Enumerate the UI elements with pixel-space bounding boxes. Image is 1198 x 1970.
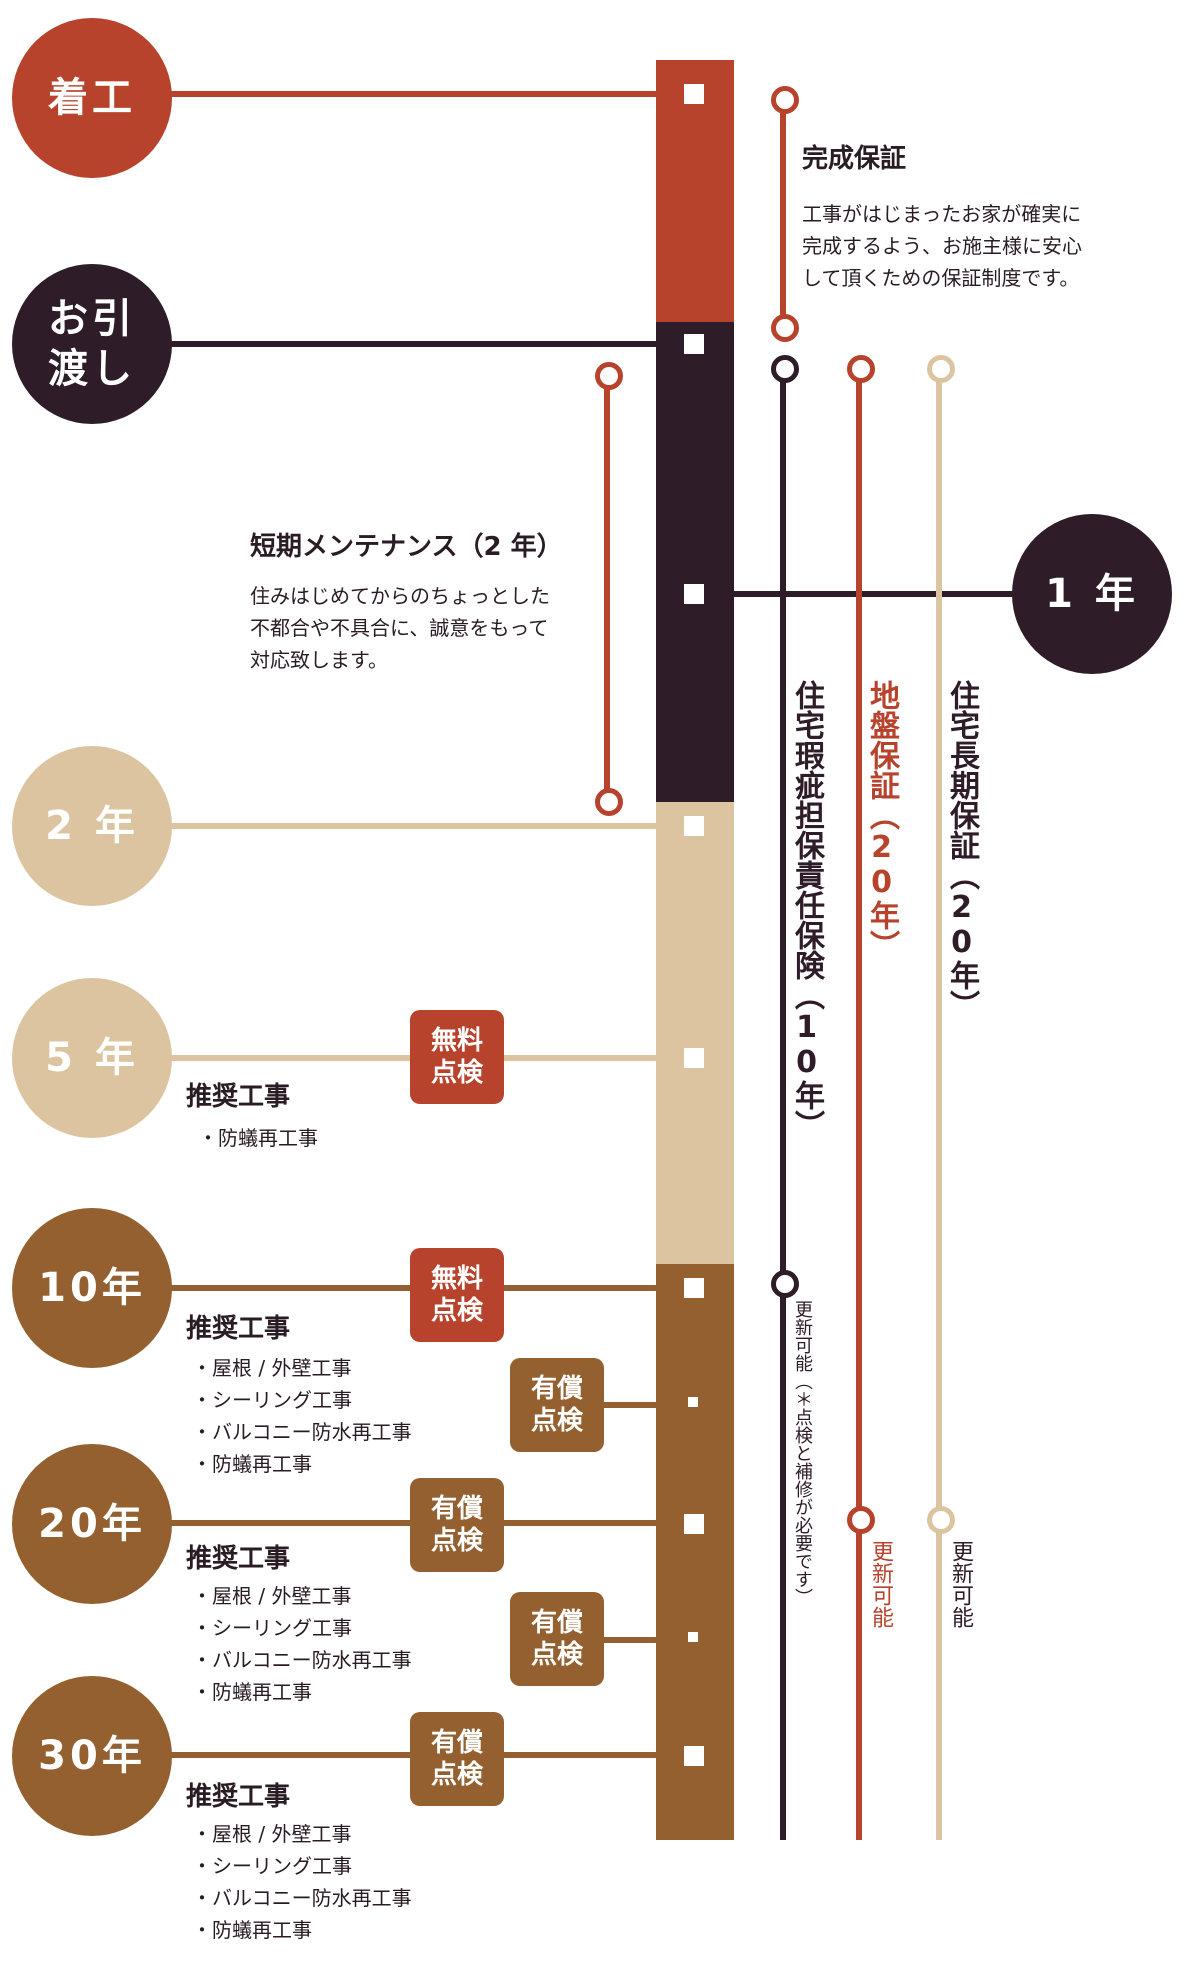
- recommended-item: ・屋根 / 外壁工事: [192, 1584, 352, 1608]
- recommended-item: ・防蟻再工事: [192, 1452, 312, 1476]
- milestone-start: 着工: [12, 18, 172, 178]
- connector-10-year: [100, 1285, 660, 1291]
- connector-15-year: [560, 1402, 660, 1408]
- paid-check-badge-30-year: 有償 点検: [410, 1712, 504, 1806]
- recommended-title-30-year: 推奨工事: [186, 1782, 291, 1812]
- ground-guarantee-renew-ring: [847, 1506, 875, 1534]
- ground-guarantee-line: [856, 374, 862, 1840]
- defect-insurance-start-ring: [771, 355, 799, 383]
- milestone-30-year: 30年: [12, 1676, 172, 1836]
- recommended-item: ・シーリング工事: [192, 1854, 352, 1878]
- ground-guarantee-renewal: 更新可能: [866, 1540, 894, 1628]
- defect-insurance-renewal: 更新可能（＊点検と補修が必要です）: [790, 1300, 814, 1606]
- connector-start: [100, 91, 660, 97]
- paid-check-badge-15-year: 有償 点検: [510, 1358, 604, 1452]
- recommended-list-30-year: ・屋根 / 外壁工事 ・シーリング工事 ・バルコニー防水再工事 ・防蟻再工事: [192, 1818, 412, 1946]
- paid-check-badge-25-year: 有償 点検: [510, 1592, 604, 1686]
- milestone-5-year-label: 5 年: [45, 1035, 139, 1081]
- marker-30-year: [684, 1746, 704, 1766]
- recommended-item: ・シーリング工事: [192, 1388, 352, 1412]
- connector-1-year: [730, 591, 1060, 597]
- short-maintenance-description: 住みはじめてからのちょっとした 不都合や不具合に、誠意をもって 対応致します。: [250, 584, 550, 672]
- milestone-10-year: 10年: [12, 1208, 172, 1368]
- recommended-item: ・バルコニー防水再工事: [192, 1648, 412, 1672]
- marker-start: [684, 84, 704, 104]
- recommended-item: ・防蟻再工事: [198, 1126, 318, 1150]
- completion-guarantee-title: 完成保証: [802, 144, 907, 174]
- connector-5-year: [100, 1055, 660, 1061]
- marker-20-year: [684, 1514, 704, 1534]
- ground-guarantee-start-ring: [847, 355, 875, 383]
- marker-handover: [684, 334, 704, 354]
- recommended-item: ・バルコニー防水再工事: [192, 1886, 412, 1910]
- milestone-20-year-label: 20年: [38, 1501, 146, 1547]
- milestone-start-label: 着工: [48, 75, 136, 121]
- connector-30-year: [100, 1752, 660, 1758]
- marker-1-year: [684, 584, 704, 604]
- marker-15-year: [688, 1397, 698, 1407]
- completion-guarantee-start-ring: [771, 86, 799, 114]
- marker-25-year: [688, 1632, 698, 1642]
- defect-insurance-label: 住宅瑕疵担保責任保険（10年）: [789, 680, 824, 1140]
- short-maintenance-start-ring: [595, 362, 623, 390]
- completion-guarantee-description: 工事がはじまったお家が確実に 完成するよう、お施主様に安心 して頂くための保証制…: [802, 202, 1082, 290]
- free-check-badge-10-year: 無料 点検: [410, 1248, 504, 1342]
- completion-guarantee-end-ring: [771, 314, 799, 342]
- connector-25-year: [560, 1637, 660, 1643]
- long-term-guarantee-start-ring: [927, 355, 955, 383]
- timeline-bar-mid-term: [656, 802, 734, 1264]
- milestone-2-year: 2 年: [12, 746, 172, 906]
- milestone-5-year: 5 年: [12, 978, 172, 1138]
- recommended-item: ・シーリング工事: [192, 1616, 352, 1640]
- connector-2-year: [100, 823, 660, 829]
- milestone-handover-label: お引 渡し: [48, 296, 136, 392]
- long-term-guarantee-renew-ring: [927, 1506, 955, 1534]
- long-term-guarantee-line: [936, 374, 942, 1840]
- long-term-guarantee-renewal: 更新可能: [946, 1540, 974, 1628]
- milestone-10-year-label: 10年: [38, 1265, 146, 1311]
- recommended-title-5-year: 推奨工事: [186, 1082, 291, 1112]
- connector-handover: [100, 341, 660, 347]
- paid-check-badge-20-year: 有償 点検: [410, 1478, 504, 1572]
- recommended-title-10-year: 推奨工事: [186, 1314, 291, 1344]
- recommended-item: ・バルコニー防水再工事: [192, 1420, 412, 1444]
- defect-insurance-line: [780, 374, 786, 1840]
- timeline-bar-short-term: [656, 322, 734, 802]
- milestone-1-year: 1 年: [1012, 514, 1172, 674]
- connector-20-year: [100, 1520, 660, 1526]
- recommended-item: ・防蟻再工事: [192, 1680, 312, 1704]
- milestone-handover: お引 渡し: [12, 264, 172, 424]
- recommended-list-10-year: ・屋根 / 外壁工事 ・シーリング工事 ・バルコニー防水再工事 ・防蟻再工事: [192, 1352, 412, 1480]
- recommended-item: ・屋根 / 外壁工事: [192, 1356, 352, 1380]
- milestone-30-year-label: 30年: [38, 1733, 146, 1779]
- marker-10-year: [684, 1278, 704, 1298]
- completion-guarantee-line: [780, 98, 786, 328]
- marker-5-year: [684, 1048, 704, 1068]
- milestone-2-year-label: 2 年: [45, 803, 139, 849]
- free-check-badge-5-year: 無料 点検: [410, 1010, 504, 1104]
- timeline-bar-long-term: [656, 1264, 734, 1840]
- long-term-guarantee-label: 住宅長期保証（20年）: [944, 680, 979, 1020]
- recommended-title-20-year: 推奨工事: [186, 1544, 291, 1574]
- recommended-item: ・防蟻再工事: [192, 1918, 312, 1942]
- short-maintenance-title: 短期メンテナンス（2 年）: [250, 532, 563, 562]
- recommended-list-20-year: ・屋根 / 外壁工事 ・シーリング工事 ・バルコニー防水再工事 ・防蟻再工事: [192, 1580, 412, 1708]
- ground-guarantee-label: 地盤保証（20年）: [864, 680, 899, 960]
- short-maintenance-line: [604, 374, 610, 802]
- recommended-list-5-year: ・防蟻再工事: [198, 1122, 318, 1154]
- recommended-item: ・屋根 / 外壁工事: [192, 1822, 352, 1846]
- milestone-1-year-label: 1 年: [1045, 571, 1139, 617]
- defect-insurance-renew-ring: [771, 1270, 799, 1298]
- marker-2-year: [684, 816, 704, 836]
- milestone-20-year: 20年: [12, 1444, 172, 1604]
- short-maintenance-end-ring: [595, 788, 623, 816]
